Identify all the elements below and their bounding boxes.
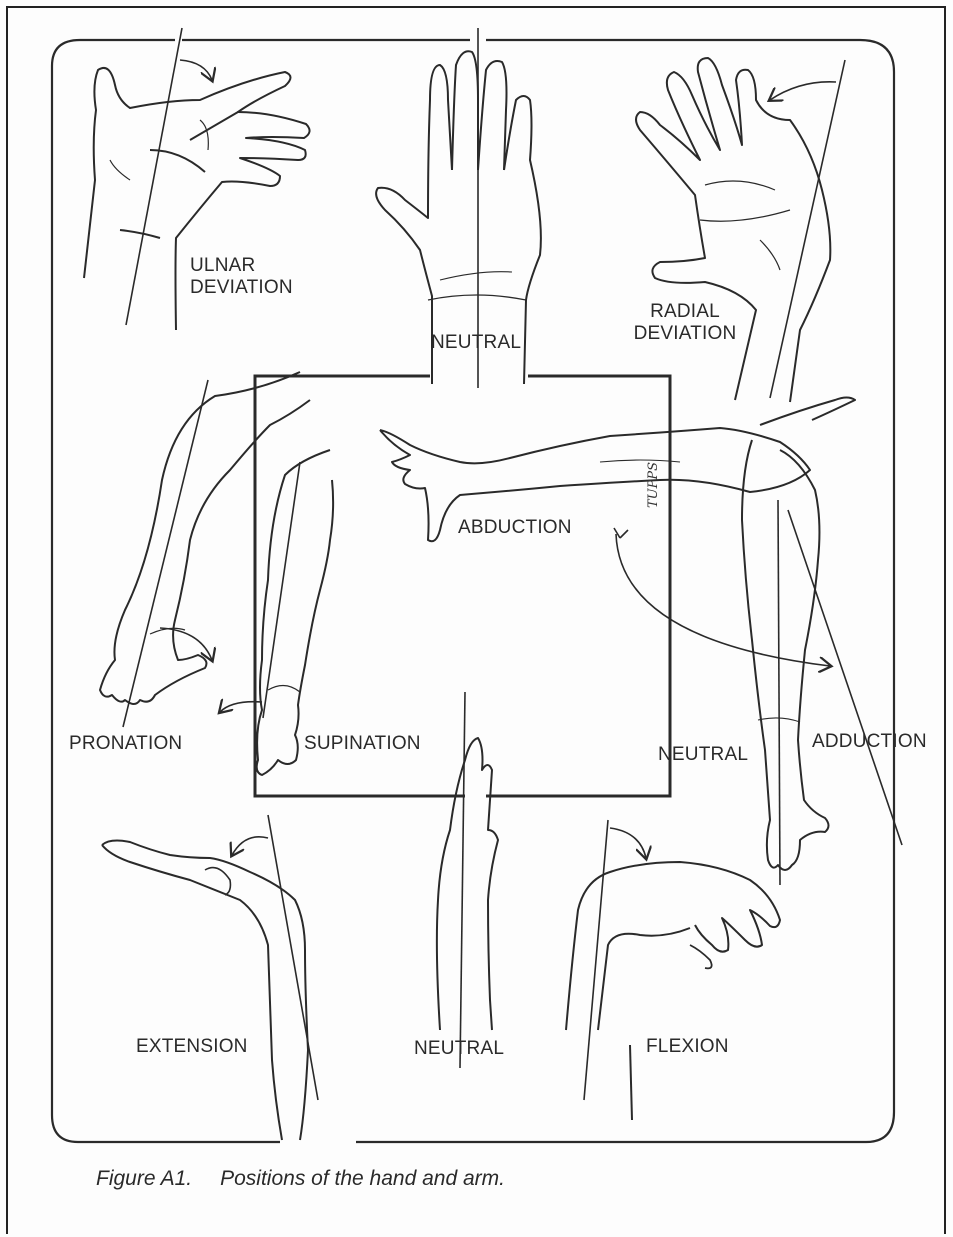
outer-rounded-frame [52, 40, 894, 1142]
adduction-axis-line [788, 510, 902, 845]
label-neutral-arm: NEUTRAL [658, 744, 748, 766]
neutral-adduction-arm [742, 440, 829, 870]
neutral-arm-bottom [437, 738, 498, 1030]
radial-deviation-hand [636, 58, 830, 402]
radial-axis-line [770, 60, 845, 398]
label-flexion: FLEXION [646, 1036, 729, 1058]
extension-arrow [232, 837, 268, 855]
pronation-arm [100, 372, 310, 704]
abduction-adduction-arc-arrow [616, 534, 830, 666]
flexion-arrow [610, 828, 646, 858]
artist-signature: TUPPS [646, 462, 661, 508]
ulnar-arrow [180, 60, 212, 80]
flexion-arm [566, 862, 780, 1120]
pronation-arrow [160, 628, 212, 660]
label-neutral-bottom: NEUTRAL [414, 1038, 504, 1060]
label-extension: EXTENSION [136, 1036, 248, 1058]
label-abduction: ABDUCTION [458, 517, 572, 539]
caption-text: Positions of the hand and arm. [220, 1167, 505, 1190]
neutral-bottom-axis-line [460, 692, 465, 1068]
supination-axis-line [263, 462, 300, 718]
label-supination: SUPINATION [304, 733, 421, 755]
label-neutral-top: NEUTRAL [431, 332, 521, 354]
pronation-axis-line [123, 380, 208, 727]
abduction-arm [380, 398, 855, 542]
extension-axis-line [268, 815, 318, 1100]
label-ulnar-deviation: ULNAR DEVIATION [190, 255, 293, 300]
extension-arm [102, 841, 308, 1140]
label-radial-deviation: RADIAL DEVIATION [626, 301, 744, 346]
caption-number: Figure A1. [96, 1167, 192, 1190]
label-pronation: PRONATION [69, 733, 182, 755]
figure-caption: Figure A1. Positions of the hand and arm. [96, 1167, 505, 1191]
flexion-axis-line [584, 820, 608, 1100]
ulnar-axis-line [126, 28, 182, 325]
neutral-arm-axis-line [778, 500, 780, 885]
radial-arrow [770, 82, 836, 100]
label-adduction: ADDUCTION [812, 731, 927, 753]
